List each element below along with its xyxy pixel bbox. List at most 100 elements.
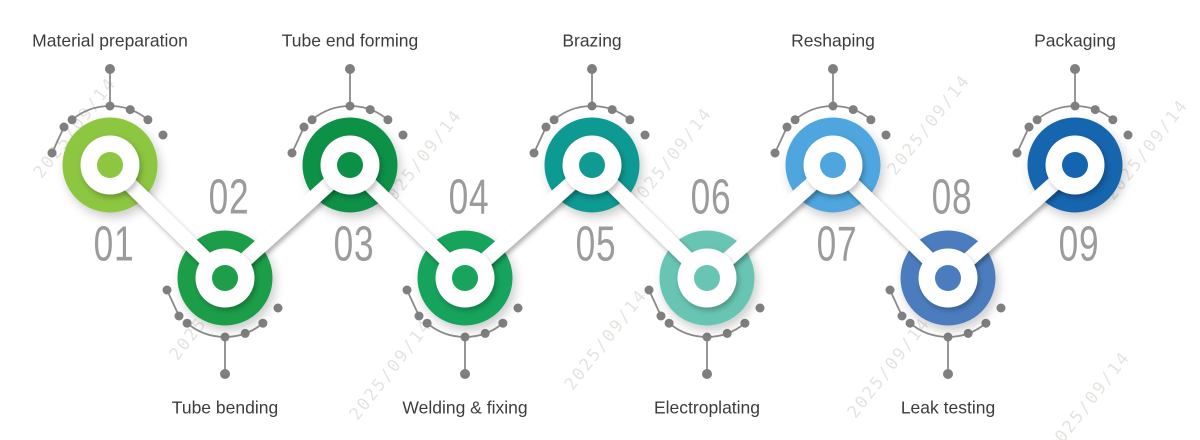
decoration-dot bbox=[587, 101, 597, 111]
decoration-dot bbox=[885, 285, 895, 295]
decoration-side-line bbox=[166, 289, 180, 317]
step-03-decoration bbox=[287, 64, 408, 158]
decoration-dot bbox=[644, 285, 654, 295]
decoration-stem-dot bbox=[1070, 64, 1080, 74]
decoration-dot bbox=[1024, 122, 1034, 132]
decoration-stem-dot bbox=[828, 64, 838, 74]
decoration-dot bbox=[770, 148, 780, 158]
decoration-dot bbox=[1070, 101, 1080, 111]
decoration-dot bbox=[866, 115, 876, 125]
step-02-decoration bbox=[162, 285, 283, 379]
decoration-dot bbox=[258, 318, 268, 328]
step-04-decoration bbox=[402, 285, 523, 379]
decoration-dot bbox=[848, 105, 858, 115]
decoration-dot bbox=[299, 122, 309, 132]
decoration-layer bbox=[47, 64, 1133, 379]
decoration-stem-dot bbox=[460, 369, 470, 379]
rings-layer bbox=[62, 117, 1123, 326]
step-02-center-dot bbox=[212, 265, 238, 291]
decoration-dot bbox=[498, 318, 508, 328]
decoration-dot bbox=[782, 122, 792, 132]
decoration-dot bbox=[273, 303, 283, 313]
decoration-dot bbox=[422, 318, 432, 328]
decoration-side-line bbox=[1016, 126, 1030, 154]
step-02-ring bbox=[177, 230, 273, 326]
decoration-stem-dot bbox=[220, 369, 230, 379]
decoration-dot bbox=[881, 130, 891, 140]
decoration-dot bbox=[656, 311, 666, 321]
decoration-dot bbox=[740, 318, 750, 328]
step-09-center-dot bbox=[1062, 152, 1088, 178]
decoration-dot bbox=[240, 328, 250, 338]
decoration-dot bbox=[513, 303, 523, 313]
step-01-decoration bbox=[47, 64, 168, 158]
step-04-center-dot bbox=[452, 265, 478, 291]
step-09-ring bbox=[1027, 117, 1123, 213]
decoration-side-line bbox=[533, 126, 547, 154]
decoration-dot bbox=[607, 105, 617, 115]
decoration-dot bbox=[383, 115, 393, 125]
decoration-dot bbox=[480, 328, 490, 338]
decoration-dot bbox=[549, 115, 559, 125]
step-03-ring bbox=[302, 117, 398, 213]
decoration-dot bbox=[220, 332, 230, 342]
decoration-dot bbox=[905, 318, 915, 328]
decoration-dot bbox=[702, 332, 712, 342]
decoration-side-line bbox=[774, 126, 788, 154]
step-01-center-dot bbox=[97, 152, 123, 178]
decoration-dot bbox=[897, 311, 907, 321]
step-07-decoration bbox=[770, 64, 891, 158]
step-08-ring bbox=[900, 230, 996, 326]
decoration-dot bbox=[790, 115, 800, 125]
step-08-decoration bbox=[885, 285, 1006, 379]
decoration-dot bbox=[943, 332, 953, 342]
step-08-center-dot bbox=[935, 265, 961, 291]
decoration-dot bbox=[143, 115, 153, 125]
decoration-side-line bbox=[51, 126, 65, 154]
decoration-side-line bbox=[291, 126, 305, 154]
decoration-dot bbox=[1012, 148, 1022, 158]
decoration-stem-dot bbox=[587, 64, 597, 74]
decoration-dot bbox=[67, 115, 77, 125]
decoration-dot bbox=[158, 130, 168, 140]
decoration-dot bbox=[460, 332, 470, 342]
decoration-dot bbox=[625, 115, 635, 125]
step-05-decoration bbox=[529, 64, 650, 158]
decoration-dot bbox=[174, 311, 184, 321]
decoration-stem-dot bbox=[702, 369, 712, 379]
step-06-center-dot bbox=[694, 265, 720, 291]
decoration-dot bbox=[996, 303, 1006, 313]
step-06-ring bbox=[659, 230, 755, 326]
decoration-dot bbox=[1123, 130, 1133, 140]
decoration-dot bbox=[1090, 105, 1100, 115]
decoration-dot bbox=[287, 148, 297, 158]
decoration-dot bbox=[345, 101, 355, 111]
decoration-stem-dot bbox=[345, 64, 355, 74]
decoration-dot bbox=[828, 101, 838, 111]
step-09-decoration bbox=[1012, 64, 1133, 158]
step-04-ring bbox=[417, 230, 513, 326]
step-01-ring bbox=[62, 117, 158, 213]
decoration-stem-dot bbox=[105, 64, 115, 74]
decoration-dot bbox=[529, 148, 539, 158]
step-07-ring bbox=[785, 117, 881, 213]
decoration-side-line bbox=[406, 289, 420, 317]
decoration-dot bbox=[541, 122, 551, 132]
step-05-center-dot bbox=[579, 152, 605, 178]
decoration-dot bbox=[664, 318, 674, 328]
decoration-dot bbox=[182, 318, 192, 328]
center-dots-layer bbox=[97, 152, 1088, 291]
decoration-side-line bbox=[648, 289, 662, 317]
step-07-center-dot bbox=[820, 152, 846, 178]
decoration-dot bbox=[365, 105, 375, 115]
step-03-center-dot bbox=[337, 152, 363, 178]
decoration-dot bbox=[1032, 115, 1042, 125]
decoration-dot bbox=[105, 101, 115, 111]
decoration-dot bbox=[307, 115, 317, 125]
decoration-stem-dot bbox=[943, 369, 953, 379]
decoration-dot bbox=[402, 285, 412, 295]
step-05-ring bbox=[544, 117, 640, 213]
decoration-dot bbox=[162, 285, 172, 295]
